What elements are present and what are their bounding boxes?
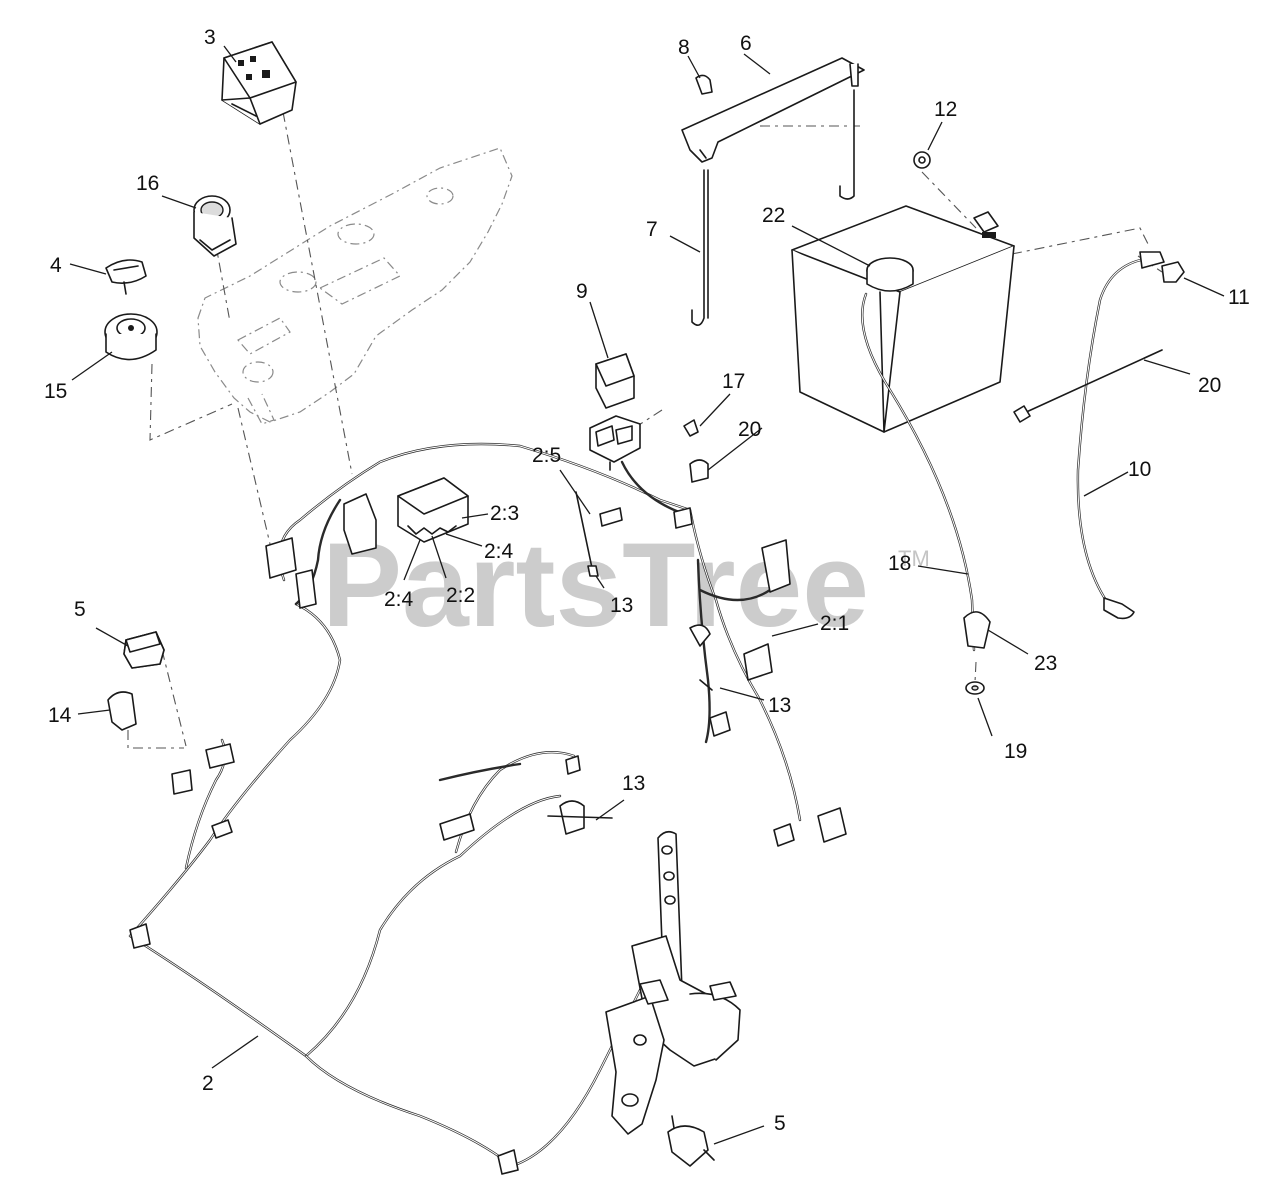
callout-15: 15: [44, 380, 67, 403]
brake-switch: [667, 1115, 715, 1167]
callout-leaders: [69, 45, 1225, 1145]
positive-cable: [861, 292, 976, 652]
callout-12: 12: [934, 98, 957, 121]
washer: [965, 681, 985, 695]
callout-11: 11: [1228, 286, 1250, 309]
callout-6: 6: [740, 32, 752, 55]
ignition-key: [105, 259, 147, 295]
relay: [595, 353, 635, 409]
callout-14: 14: [48, 704, 72, 727]
lever-assembly: [605, 830, 741, 1135]
callout-2-4-left: 2:4: [384, 588, 414, 611]
callout-20-right: 20: [1198, 374, 1221, 397]
seat-switch: [123, 631, 165, 669]
assembly-guide-lines: [127, 111, 1163, 749]
callout-labels: 3 8 6 12 16 22 7 4 11 9 15 20 17 2:5 20 …: [44, 26, 1250, 1135]
terminal-nut: [913, 151, 931, 169]
callout-2-1: 2:1: [820, 612, 849, 635]
callout-19: 19: [1004, 740, 1027, 763]
terminal-bolt: [1161, 261, 1185, 283]
battery: [791, 205, 1015, 433]
callout-5-upper: 5: [74, 598, 86, 621]
cable-ties: [547, 491, 713, 819]
battery-hold-down: [681, 57, 865, 326]
callout-16: 16: [136, 172, 159, 195]
callout-3: 3: [204, 26, 216, 49]
callout-13-lower: 13: [622, 772, 645, 795]
callout-5-lower: 5: [774, 1112, 786, 1135]
negative-cable: [1076, 251, 1165, 620]
callout-17: 17: [722, 370, 745, 393]
ignition-switch: [104, 313, 158, 361]
callout-23: 23: [1034, 652, 1057, 675]
callout-4: 4: [50, 254, 62, 277]
callout-13-center: 13: [610, 594, 633, 617]
display-module: [221, 41, 297, 125]
callout-2-3: 2:3: [490, 502, 519, 525]
callout-2-5: 2:5: [532, 444, 561, 467]
callout-22: 22: [762, 204, 785, 227]
callout-20-harness: 20: [738, 418, 761, 441]
callout-13-right: 13: [768, 694, 791, 717]
terminal-boot: [963, 611, 991, 649]
callout-8: 8: [678, 36, 690, 59]
callout-2-2: 2:2: [446, 584, 475, 607]
callout-9: 9: [576, 280, 588, 303]
callout-2-4-right: 2:4: [484, 540, 514, 563]
callout-18: 18: [888, 552, 911, 575]
pto-switch: [193, 195, 237, 257]
dash-panel-ghost: [197, 147, 513, 425]
relay-socket: [589, 415, 641, 471]
callout-10: 10: [1128, 458, 1151, 481]
socket-screw: [683, 419, 699, 437]
callout-7: 7: [646, 218, 658, 241]
cable-tie-right: [1013, 349, 1163, 423]
callout-2: 2: [202, 1072, 214, 1095]
